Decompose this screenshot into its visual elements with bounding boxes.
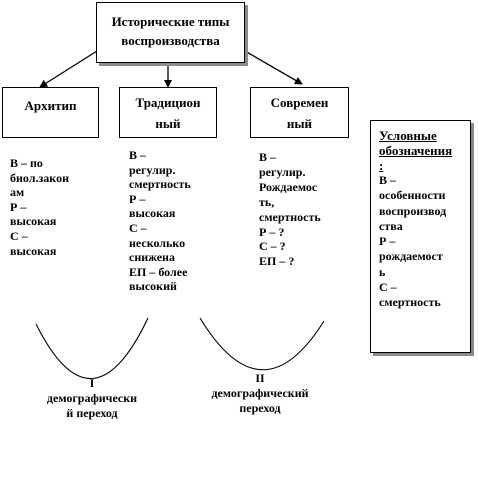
transition-label-2: II демографический переход <box>211 371 309 415</box>
arrow-to-modern <box>244 50 303 85</box>
transition-curve-2 <box>199 317 325 371</box>
details-traditional: В – регулир. смертность Р – высокая С – … <box>129 148 191 294</box>
type-box-architype: Архитип <box>2 87 99 138</box>
transition-curve-1 <box>35 317 149 379</box>
type-box-traditional: Традицион ный <box>119 87 217 138</box>
type-box-modern: Современ ный <box>250 87 349 138</box>
arrow-to-architype <box>39 50 98 88</box>
details-architype: В – по биол.закон ам Р – высокая С – выс… <box>10 156 69 258</box>
legend-body: В – особенности воспроизвод ства Р – рож… <box>379 173 447 310</box>
root-box: Исторические типы воспроизводства <box>96 2 245 63</box>
legend-title: Условные обозначения : <box>379 128 453 173</box>
legend-box: Условные обозначения : В – особенности в… <box>370 120 471 353</box>
details-modern: В – регулир. Рождаемос ть, смертность Р … <box>259 150 321 269</box>
transition-label-1: I демографически й переход <box>46 376 138 420</box>
